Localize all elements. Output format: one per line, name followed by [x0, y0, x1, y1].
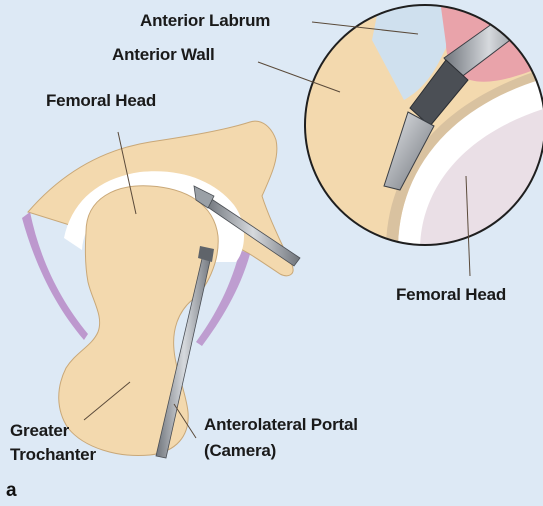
label-anterior-wall: Anterior Wall	[112, 44, 215, 65]
label-femoral-head-inset: Femoral Head	[396, 284, 506, 305]
label-anterolateral-portal-line1: Anterolateral Portal	[204, 414, 358, 435]
label-greater-trochanter-line1: Greater	[10, 420, 69, 441]
label-anterolateral-portal-line2: (Camera)	[204, 440, 276, 461]
label-greater-trochanter-line2: Trochanter	[10, 444, 96, 465]
label-femoral-head-left: Femoral Head	[46, 90, 156, 111]
panel-letter: a	[6, 480, 17, 502]
label-anterior-labrum: Anterior Labrum	[140, 10, 270, 31]
